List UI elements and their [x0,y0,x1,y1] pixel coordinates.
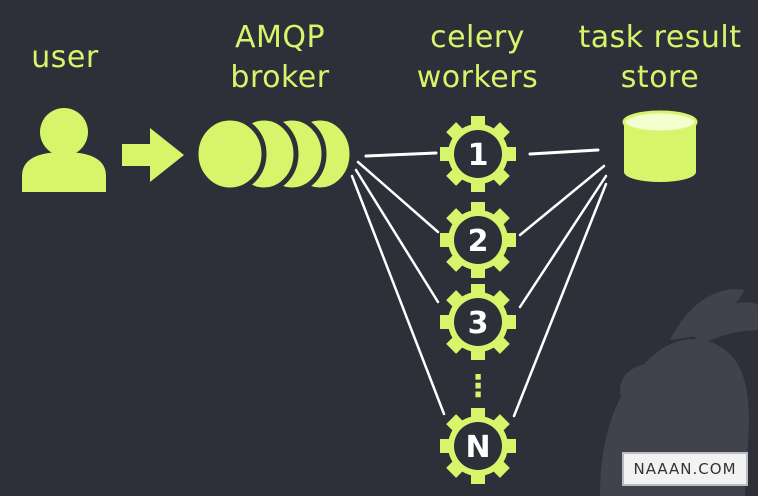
arrow-right-icon [122,128,184,182]
worker-gear-1: 1 [440,116,516,192]
gear-hub [454,422,502,470]
database-icon [622,110,698,182]
workers-group: 1 2 3N [440,116,516,484]
worker-gear-3: 3 [440,284,516,360]
broker-to-worker-3-connector [354,168,440,304]
queue-icon [193,115,355,193]
worker-gear-2: 2 [440,202,516,278]
workers-ellipsis: ⋮ [463,369,493,404]
worker-n-to-store-connector [512,182,608,418]
broker-to-worker-n-connector [350,174,446,416]
worker-2-to-store-connector [518,164,606,237]
broker-to-worker-1-connector [364,151,438,158]
store-label-line2: store [620,60,700,95]
mascot-watermark-icon [600,289,758,496]
broker-label-line1: AMQP [234,20,326,55]
worker-number-label: 2 [468,224,489,259]
gear-hub [454,216,502,264]
connectors [350,148,608,418]
user-label: user [31,40,99,75]
user-icon [22,108,106,192]
worker-number-label: 3 [468,306,489,341]
worker-gear-n: N [440,408,516,484]
broker-label-line2: broker [230,60,330,95]
worker-number-label: N [465,430,490,465]
worker-1-to-store-connector [528,148,600,156]
worker-3-to-store-connector [518,174,608,309]
watermark-badge: NAAAN.COM [622,452,748,486]
workers-label-line1: celery [430,20,525,55]
workers-label-line2: workers [416,60,539,95]
worker-number-label: 1 [468,138,489,173]
gear-hub [454,130,502,178]
broker-to-worker-2-connector [356,160,440,234]
gear-hub [454,298,502,346]
store-label-line1: task result [578,20,742,55]
